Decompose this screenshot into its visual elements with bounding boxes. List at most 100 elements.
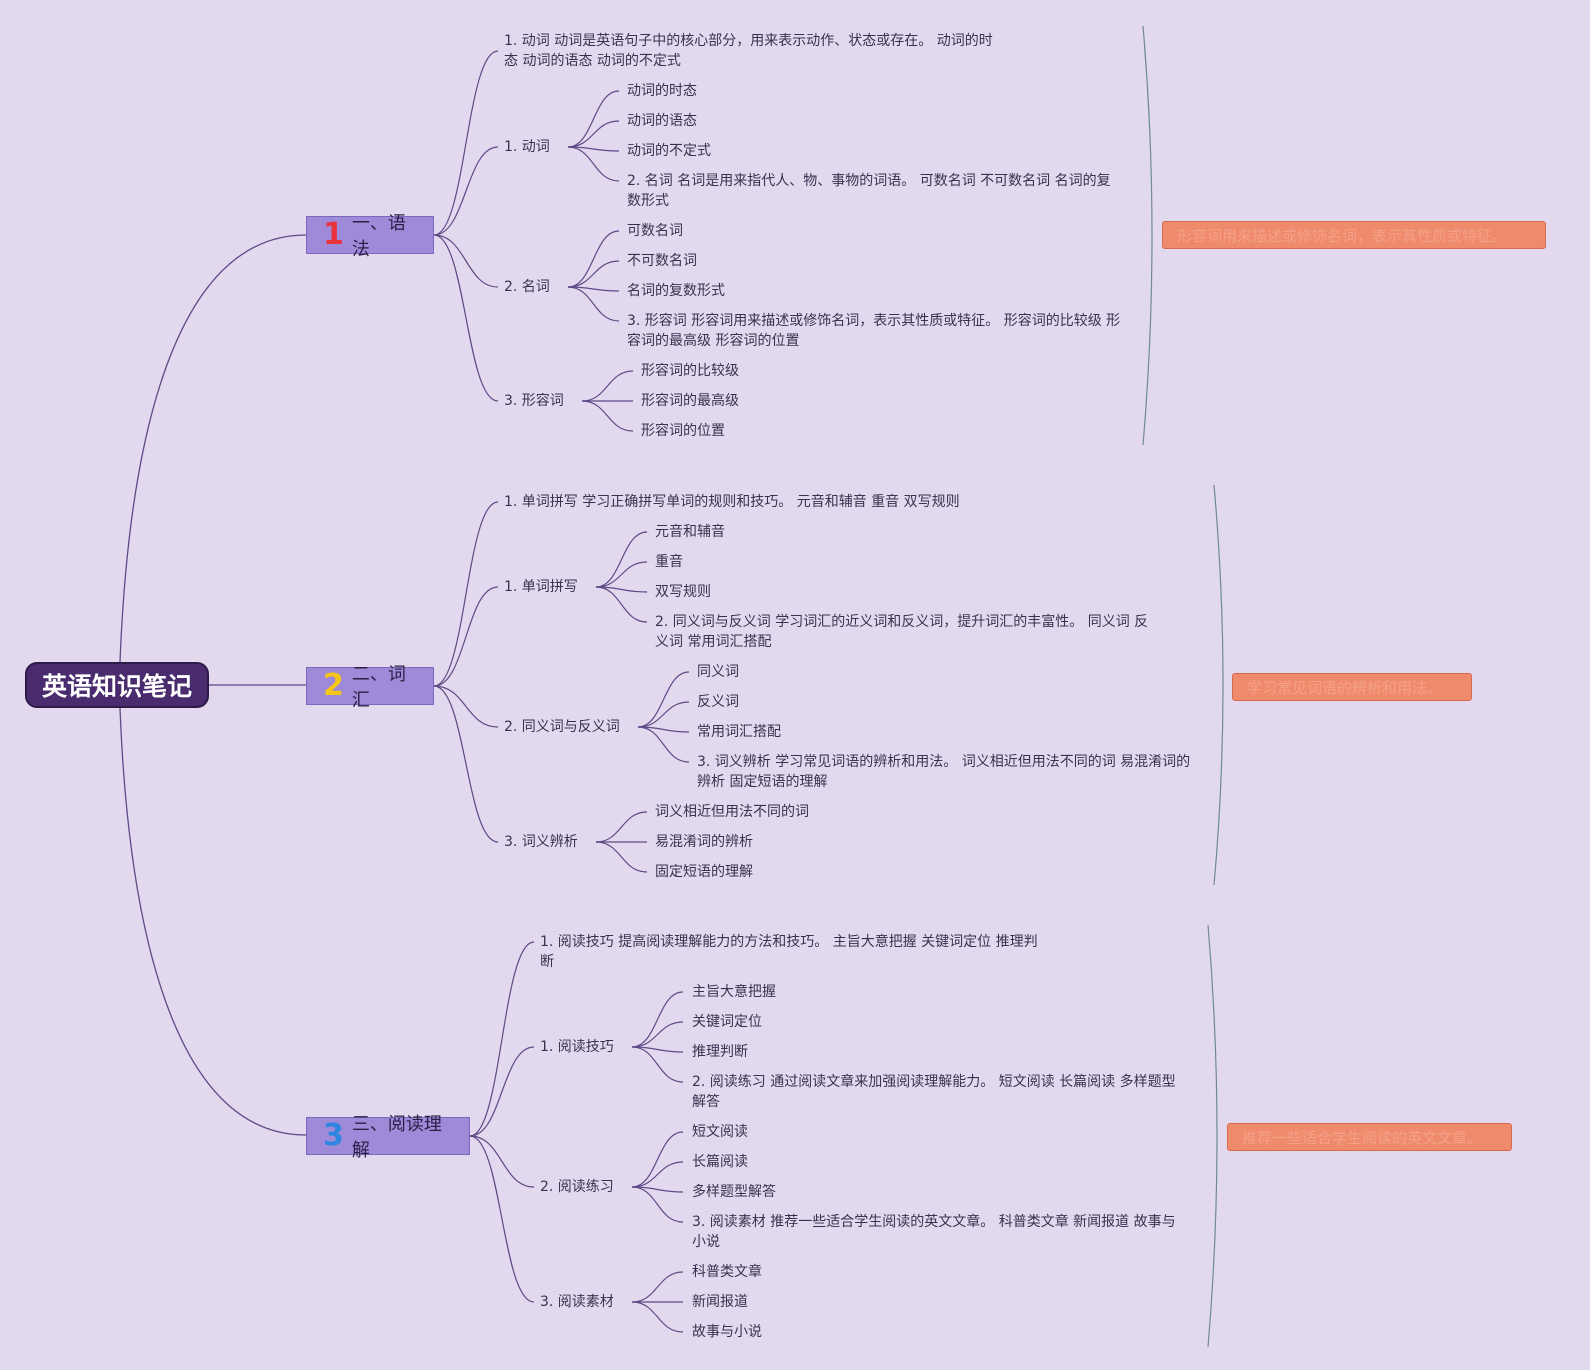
root-node[interactable]: 英语知识笔记: [25, 662, 209, 708]
connector-line: [433, 685, 499, 843]
connector-line: [433, 50, 499, 236]
group-node[interactable]: 1. 单词拼写: [504, 579, 578, 595]
connector-line: [595, 586, 648, 623]
connector-line: [469, 1046, 535, 1137]
summary-bracket: [1207, 924, 1218, 1348]
leaf-node[interactable]: 动词的不定式: [627, 143, 711, 159]
connector-line: [631, 1186, 684, 1223]
topic-label: 一、语法: [351, 213, 406, 260]
leaf-node[interactable]: 固定短语的理解: [655, 864, 753, 880]
leaf-node[interactable]: 多样题型解答: [692, 1184, 776, 1200]
connector-line: [631, 1046, 684, 1083]
leaf-node[interactable]: 动词的时态: [627, 83, 697, 99]
connector-line: [595, 561, 648, 588]
topic-vocabulary[interactable]: 2 二、词汇: [306, 664, 434, 711]
connector-line: [433, 146, 499, 236]
leaf-node[interactable]: 3. 形容词 形容词用来描述或修饰名词，表示其性质或特征。 形容词的比较级 形容…: [627, 313, 1121, 349]
summary-note[interactable]: 形容词用来描述或修饰名词，表示其性质或特征。: [1162, 221, 1546, 249]
connector-line: [631, 1301, 684, 1333]
topic-number: 3: [323, 1118, 344, 1153]
leaf-node[interactable]: 形容词的最高级: [641, 393, 739, 409]
leaf-node[interactable]: 主旨大意把握: [692, 984, 776, 1000]
intro-node[interactable]: 1. 阅读技巧 提高阅读理解能力的方法和技巧。 主旨大意把握 关键词定位 推理判…: [540, 934, 1038, 970]
group-node[interactable]: 1. 阅读技巧: [540, 1039, 614, 1055]
leaf-node[interactable]: 短文阅读: [692, 1124, 748, 1140]
connector-line: [433, 685, 499, 728]
leaf-node[interactable]: 科普类文章: [692, 1264, 762, 1280]
group-node[interactable]: 1. 动词: [504, 139, 550, 155]
leaf-node[interactable]: 易混淆词的辨析: [655, 834, 753, 850]
group-node[interactable]: 2. 同义词与反义词: [504, 719, 620, 735]
group-node[interactable]: 2. 名词: [504, 279, 550, 295]
leaf-node[interactable]: 可数名词: [627, 223, 683, 239]
topic-reading[interactable]: 3 三、阅读理解: [306, 1114, 470, 1161]
leaf-node[interactable]: 3. 阅读素材 推荐一些适合学生阅读的英文文章。 科普类文章 新闻报道 故事与小…: [692, 1214, 1176, 1250]
connector-line: [637, 701, 690, 728]
connector-line: [433, 234, 499, 402]
group-node[interactable]: 3. 词义辨析: [504, 834, 578, 850]
connector-line: [631, 1271, 684, 1303]
connector-line: [567, 120, 620, 148]
leaf-node[interactable]: 反义词: [697, 694, 739, 710]
connector-line: [595, 811, 648, 843]
leaf-node[interactable]: 关键词定位: [692, 1014, 762, 1030]
connector-line: [567, 286, 620, 322]
connector-line: [469, 1135, 535, 1303]
leaf-node[interactable]: 新闻报道: [692, 1294, 748, 1310]
root-label: 英语知识笔记: [41, 672, 192, 701]
leaf-node[interactable]: 双写规则: [655, 584, 711, 600]
connector-line: [581, 370, 634, 402]
leaf-node[interactable]: 常用词汇搭配: [697, 724, 781, 740]
summary-bracket: [1142, 25, 1153, 446]
connector-line: [433, 501, 499, 687]
group-node[interactable]: 2. 阅读练习: [540, 1179, 614, 1195]
group-node[interactable]: 3. 形容词: [504, 393, 564, 409]
connector-line: [581, 400, 634, 432]
topic-number: 1: [323, 217, 344, 252]
topic-label: 三、阅读理解: [351, 1114, 442, 1161]
topic-label: 二、词汇: [351, 664, 406, 711]
connector-line: [595, 841, 648, 873]
connector-line: [119, 234, 307, 663]
leaf-node[interactable]: 2. 同义词与反义词 学习词汇的近义词和反义词，提升词汇的丰富性。 同义词 反义…: [655, 614, 1149, 650]
leaf-node[interactable]: 形容词的比较级: [641, 363, 739, 379]
leaf-node[interactable]: 2. 阅读练习 通过阅读文章来加强阅读理解能力。 短文阅读 长篇阅读 多样题型解…: [692, 1074, 1176, 1110]
connector-line: [567, 146, 620, 182]
leaf-node[interactable]: 2. 名词 名词是用来指代人、物、事物的词语。 可数名词 不可数名词 名词的复数…: [627, 173, 1111, 209]
connector-line: [631, 991, 684, 1048]
leaf-node[interactable]: 不可数名词: [627, 253, 697, 269]
connector-line: [119, 707, 307, 1136]
connector-line: [595, 531, 648, 588]
connector-line: [567, 230, 620, 288]
connector-line: [637, 726, 690, 763]
leaf-node[interactable]: 动词的语态: [627, 113, 697, 129]
leaf-node[interactable]: 故事与小说: [692, 1324, 762, 1340]
leaf-node[interactable]: 3. 词义辨析 学习常见词语的辨析和用法。 词义相近但用法不同的词 易混淆词的辨…: [697, 754, 1191, 790]
connector-line: [433, 586, 499, 687]
summary-note[interactable]: 学习常见词语的辨析和用法。: [1232, 673, 1472, 701]
leaf-node[interactable]: 元音和辅音: [655, 524, 725, 540]
topic-number: 2: [323, 668, 344, 703]
leaf-node[interactable]: 同义词: [697, 664, 739, 680]
leaf-node[interactable]: 长篇阅读: [692, 1154, 748, 1170]
connector-line: [637, 671, 690, 728]
connector-line: [631, 1131, 684, 1188]
leaf-node[interactable]: 名词的复数形式: [627, 283, 725, 299]
intro-node[interactable]: 1. 动词 动词是英语句子中的核心部分，用来表示动作、状态或存在。 动词的时态 …: [504, 33, 993, 69]
group-node[interactable]: 3. 阅读素材: [540, 1294, 614, 1310]
connector-line: [469, 941, 535, 1137]
topic-grammar[interactable]: 1 一、语法: [306, 213, 434, 260]
intro-node[interactable]: 1. 单词拼写 学习正确拼写单词的规则和技巧。 元音和辅音 重音 双写规则: [504, 494, 960, 510]
connector-line: [631, 1161, 684, 1188]
leaf-node[interactable]: 推理判断: [692, 1044, 748, 1060]
leaf-node[interactable]: 重音: [655, 554, 683, 570]
connector-line: [567, 90, 620, 148]
summary-note[interactable]: 推荐一些适合学生阅读的英文文章。: [1227, 1123, 1512, 1151]
summary-bracket: [1213, 484, 1224, 886]
leaf-node[interactable]: 词义相近但用法不同的词: [655, 804, 809, 820]
connector-line: [631, 1021, 684, 1048]
leaf-node[interactable]: 形容词的位置: [641, 423, 725, 439]
connector-line: [433, 234, 499, 288]
connector-line: [567, 260, 620, 288]
